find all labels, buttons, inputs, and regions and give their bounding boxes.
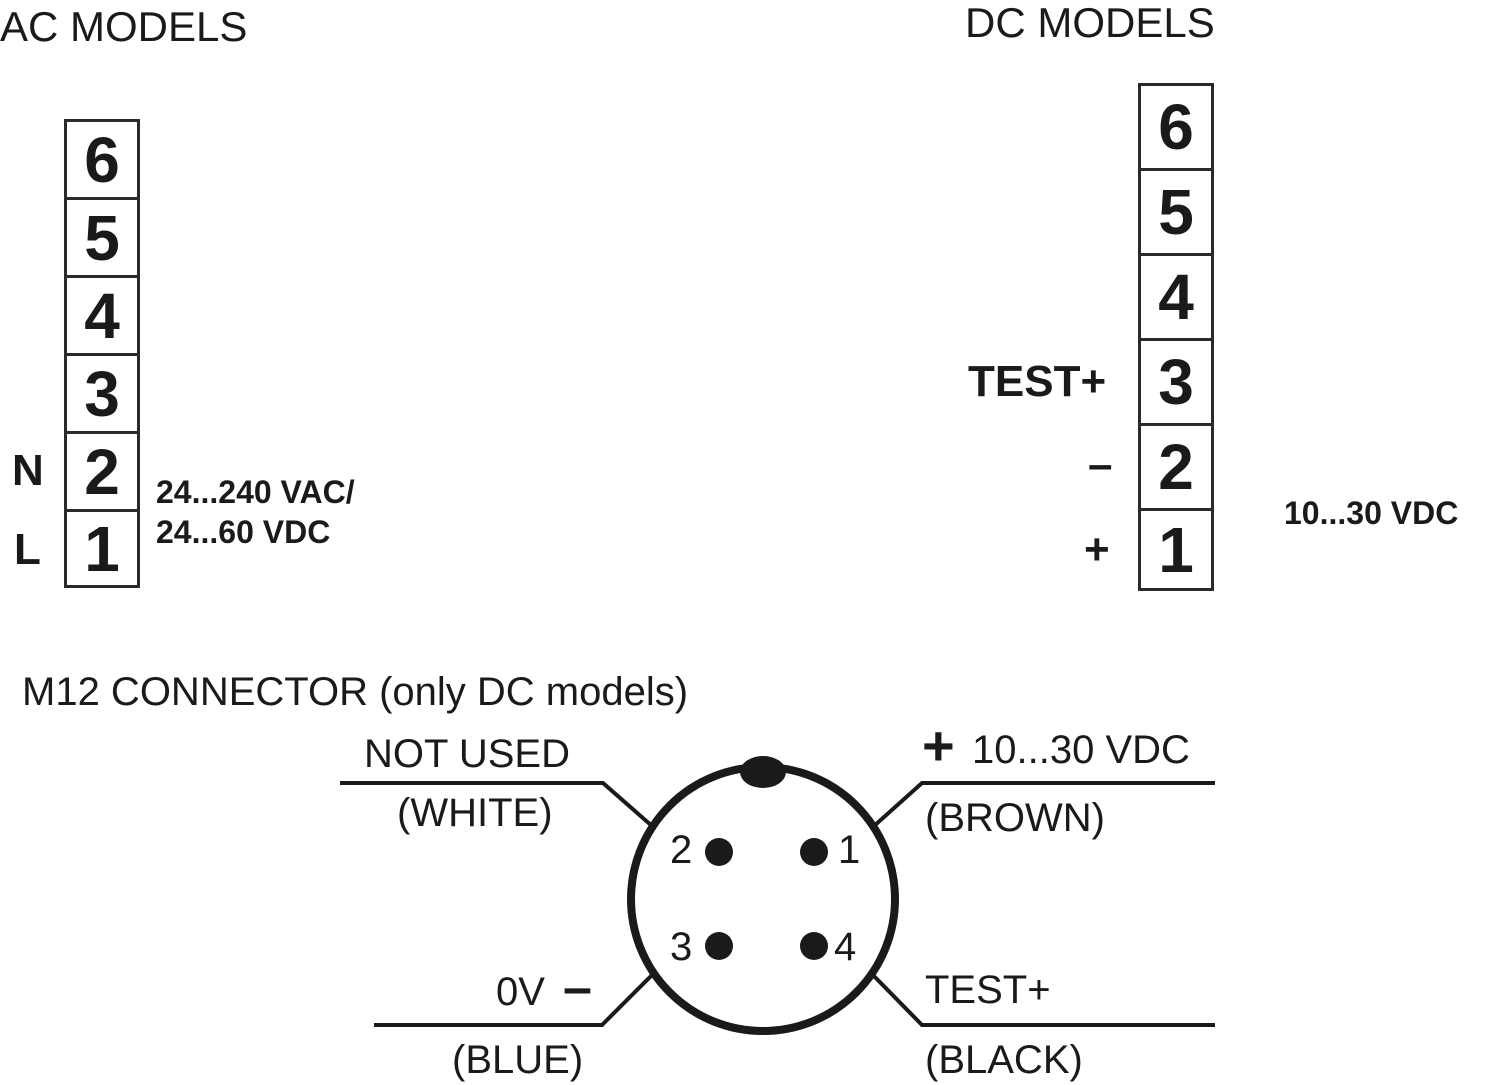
pin4-color-label: (BLACK) bbox=[925, 1038, 1083, 1082]
dc-terminal-3: 3 bbox=[1141, 341, 1211, 426]
pin4-function-label: TEST+ bbox=[925, 968, 1051, 1012]
pin2-function-label: NOT USED bbox=[364, 732, 570, 776]
dc-label-minus: – bbox=[1088, 440, 1113, 489]
dc-terminal-6: 6 bbox=[1141, 86, 1211, 171]
connector-key-notch bbox=[740, 756, 786, 788]
pin-2-dot bbox=[705, 838, 733, 866]
pin-3-dot bbox=[705, 932, 733, 960]
ac-terminal-2: 2 bbox=[67, 434, 137, 512]
dc-terminal-4: 4 bbox=[1141, 256, 1211, 341]
dc-label-plus: + bbox=[1084, 525, 1110, 574]
dc-voltage-label: 10...30 VDC bbox=[1284, 495, 1459, 531]
ac-voltage-line-2: 24...60 VDC bbox=[156, 514, 331, 550]
ac-label-l: L bbox=[14, 525, 41, 574]
wire-pin2 bbox=[340, 781, 654, 828]
pin-number-1: 1 bbox=[838, 828, 861, 872]
pin2-color-label: (WHITE) bbox=[397, 791, 553, 835]
ac-terminal-6: 6 bbox=[67, 122, 137, 200]
wire-pin3 bbox=[374, 968, 659, 1027]
ac-label-n: N bbox=[12, 446, 44, 495]
pin3-sign: – bbox=[563, 959, 592, 1017]
pin-4-dot bbox=[800, 932, 828, 960]
ac-voltage-line-1: 24...240 VAC/ bbox=[156, 474, 355, 510]
pin-number-2: 2 bbox=[670, 828, 693, 872]
dc-terminal-1: 1 bbox=[1158, 513, 1194, 586]
pin1-function-label: 10...30 VDC bbox=[972, 728, 1190, 772]
ac-models-heading: AC MODELS bbox=[0, 3, 248, 50]
pin1-color-label: (BROWN) bbox=[925, 796, 1105, 840]
m12-connector-heading: M12 CONNECTOR (only DC models) bbox=[22, 670, 689, 714]
dc-label-test: TEST+ bbox=[968, 357, 1107, 406]
dc-terminal-2: 2 bbox=[1141, 426, 1211, 511]
pin-number-3: 3 bbox=[670, 925, 693, 969]
ac-terminal-block: 6 5 4 3 2 1 bbox=[64, 119, 140, 588]
pin1-sign: + bbox=[922, 714, 955, 777]
ac-terminal-5: 5 bbox=[67, 200, 137, 278]
wire-pin1 bbox=[872, 781, 1215, 828]
pin3-color-label: (BLUE) bbox=[452, 1038, 584, 1082]
ac-terminal-4: 4 bbox=[67, 278, 137, 356]
pin3-function-label: 0V bbox=[496, 970, 545, 1014]
pin-number-4: 4 bbox=[834, 925, 857, 969]
pin-1-dot bbox=[800, 838, 828, 866]
ac-terminal-3: 3 bbox=[67, 356, 137, 434]
connector-body bbox=[627, 763, 899, 1035]
dc-terminal-block: 6 5 4 3 2 1 bbox=[1138, 83, 1214, 591]
ac-terminal-1: 1 bbox=[84, 512, 120, 585]
dc-models-heading: DC MODELS bbox=[965, 0, 1215, 46]
wire-pin4 bbox=[866, 968, 1215, 1027]
dc-terminal-5: 5 bbox=[1141, 171, 1211, 256]
